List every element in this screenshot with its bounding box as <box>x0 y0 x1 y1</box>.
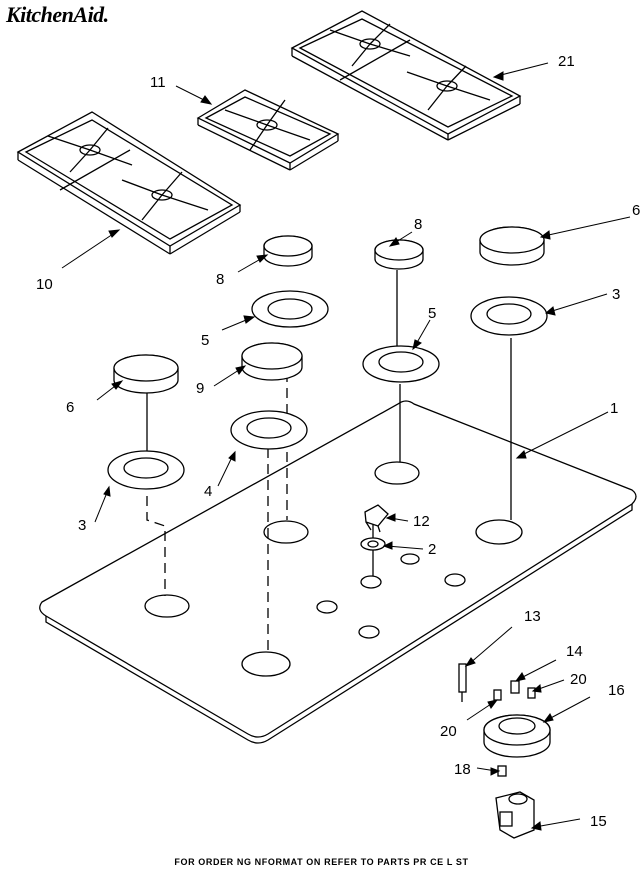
callout-12: 12 <box>413 513 430 530</box>
burner-parts <box>107 226 548 490</box>
cooktop-1 <box>39 400 637 744</box>
lower-parts <box>458 663 551 839</box>
callout-20-left: 20 <box>440 723 457 740</box>
brand-logo: KitchenAid. <box>6 2 109 27</box>
callout-21: 21 <box>558 53 575 70</box>
grate-10 <box>16 111 242 255</box>
callout-6-right: 6 <box>632 202 640 219</box>
callout-2: 2 <box>428 541 436 558</box>
callout-1: 1 <box>610 400 618 417</box>
callout-15: 15 <box>590 813 607 830</box>
grate-11 <box>196 89 340 171</box>
callout-14: 14 <box>566 643 583 660</box>
grate-21 <box>290 10 522 141</box>
callout-20-right: 20 <box>570 671 587 688</box>
alignment-lines <box>146 270 512 650</box>
leader-lines <box>61 62 631 831</box>
callout-11: 11 <box>150 74 166 91</box>
footer-note: FOR ORDER NG NFORMAT ON REFER TO PARTS P… <box>174 857 469 867</box>
callout-5-left: 5 <box>201 332 209 349</box>
callout-18: 18 <box>454 761 471 778</box>
callout-8-left: 8 <box>216 271 224 288</box>
callout-10: 10 <box>36 276 53 293</box>
callout-4: 4 <box>204 483 212 500</box>
callout-6-left: 6 <box>66 399 74 416</box>
callout-numbers: 21 11 10 8 8 6 6 5 5 3 3 9 4 1 12 2 13 1… <box>36 53 640 830</box>
callout-16: 16 <box>608 682 625 699</box>
callout-13: 13 <box>524 608 541 625</box>
callout-3-left: 3 <box>78 517 86 534</box>
callout-9: 9 <box>196 380 204 397</box>
control-knob-parts <box>360 504 389 551</box>
callout-5-right: 5 <box>428 305 436 322</box>
callout-3-right: 3 <box>612 286 620 303</box>
callout-8-right: 8 <box>414 216 422 233</box>
